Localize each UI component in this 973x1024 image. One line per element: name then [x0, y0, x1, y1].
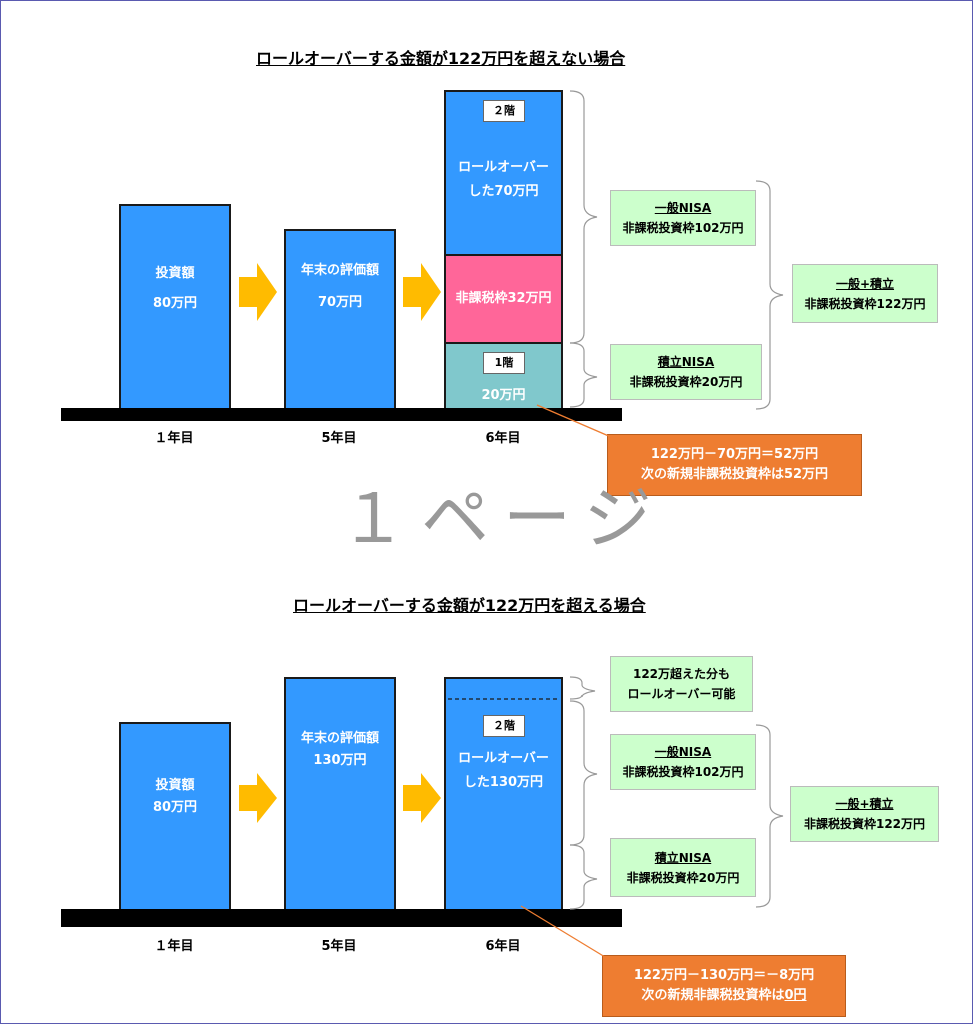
callout-leader-line [520, 905, 606, 958]
box-text: 非課税投資枠20万円 [629, 375, 743, 389]
section2-excess-box: 122万超えた分も ロールオーバー可能 [610, 656, 753, 712]
section1-bar-year5: 年末の評価額 70万円 [284, 229, 396, 410]
section1-tax-free-segment: 非課税枠32万円 [444, 254, 563, 344]
box-heading: 一般NISA [654, 745, 712, 759]
right-brace-icon [569, 90, 598, 344]
box-text: 非課税投資枠102万円 [622, 221, 744, 235]
callout-line: 122万円－70万円＝52万円 [650, 447, 819, 462]
callout-value: 0円 [784, 988, 807, 1003]
year-label: 6年目 [485, 431, 521, 446]
section2-title: ロールオーバーする金額が122万円を超える場合 [293, 596, 646, 615]
section1-bar-year1: 投資額 80万円 [119, 204, 231, 410]
floor1-label: 1階 [483, 352, 525, 374]
year-label: 6年目 [485, 939, 521, 954]
ground-line [61, 909, 622, 927]
floor1-value: 20万円 [481, 388, 526, 403]
bar-label: 投資額 [155, 266, 195, 281]
year-label: １年目 [154, 431, 194, 446]
bar-value: 80万円 [152, 800, 198, 815]
bar-value: 130万円 [313, 753, 367, 768]
box-text: 非課税投資枠102万円 [622, 765, 744, 779]
section2-bar-year5: 年末の評価額 130万円 [284, 677, 396, 911]
box-text: 非課税投資枠20万円 [626, 870, 740, 885]
year-label: １年目 [154, 939, 194, 954]
bar-label: 年末の評価額 [300, 731, 379, 746]
section1-tsumitate-nisa-box: 積立NISA 非課税投資枠20万円 [610, 344, 762, 400]
box-text: ロールオーバー可能 [627, 687, 736, 701]
box-heading: 一般NISA [654, 201, 712, 215]
box-text: 非課税投資枠122万円 [803, 817, 926, 831]
section2-bar-year1: 投資額 80万円 [119, 722, 231, 911]
section1-combined-box: 一般+積立 非課税投資枠122万円 [792, 264, 938, 323]
bar-label: 年末の評価額 [300, 263, 379, 278]
box-heading: 積立NISA [654, 850, 712, 865]
rollover-value: した70万円 [468, 184, 539, 199]
right-brace-icon [569, 844, 598, 910]
right-arrow-icon [239, 263, 277, 321]
callout-text: 次の新規非課税投資枠は [641, 988, 785, 1003]
tax-free-label: 非課税枠32万円 [455, 291, 552, 306]
right-arrow-icon [403, 773, 441, 823]
rollover-label: ロールオーバー [458, 751, 549, 766]
section2-bar-year6: ２階 ロールオーバー した130万円 [444, 677, 563, 911]
bar-value: 70万円 [317, 295, 363, 310]
box-text: 非課税投資枠122万円 [804, 296, 926, 311]
right-brace-icon [755, 180, 784, 410]
right-arrow-icon [403, 263, 441, 321]
year-label: 5年目 [321, 431, 357, 446]
floor2-label: ２階 [483, 715, 525, 737]
section1-title: ロールオーバーする金額が122万円を超えない場合 [256, 49, 626, 68]
right-arrow-icon [239, 773, 277, 823]
box-heading: 一般+積立 [835, 797, 894, 811]
right-brace-icon [569, 676, 596, 700]
section1-calculation-callout: 122万円－70万円＝52万円 次の新規非課税投資枠は52万円 [607, 434, 862, 496]
box-heading: 積立NISA [657, 355, 715, 369]
section2-combined-box: 一般+積立 非課税投資枠122万円 [790, 786, 939, 842]
section1-general-nisa-box: 一般NISA 非課税投資枠102万円 [610, 190, 756, 246]
callout-leader-line [536, 404, 612, 438]
section2-calculation-callout: 122万円－130万円＝－8万円 次の新規非課税投資枠は0円 [602, 955, 846, 1017]
section2-tsumitate-nisa-box: 積立NISA 非課税投資枠20万円 [610, 838, 756, 897]
year-label: 5年目 [321, 939, 357, 954]
right-brace-icon [569, 342, 598, 408]
callout-line: 次の新規非課税投資枠は0円 [603, 986, 845, 1006]
ground-line [61, 408, 622, 421]
bar-value: 80万円 [152, 296, 198, 311]
right-brace-icon [569, 700, 598, 846]
section2-general-nisa-box: 一般NISA 非課税投資枠102万円 [610, 734, 756, 790]
callout-line: 122万円－130万円＝－8万円 [633, 968, 815, 983]
box-text: 122万超えた分も [632, 667, 731, 681]
right-brace-icon [755, 724, 784, 908]
rollover-label: ロールオーバー [458, 160, 549, 175]
bar-label: 投資額 [155, 778, 195, 793]
box-heading: 一般+積立 [835, 276, 895, 291]
rollover-value: した130万円 [463, 775, 544, 790]
floor2-label: ２階 [483, 100, 525, 122]
page-watermark: １ページ [339, 480, 666, 559]
callout-line: 次の新規非課税投資枠は52万円 [640, 467, 829, 482]
